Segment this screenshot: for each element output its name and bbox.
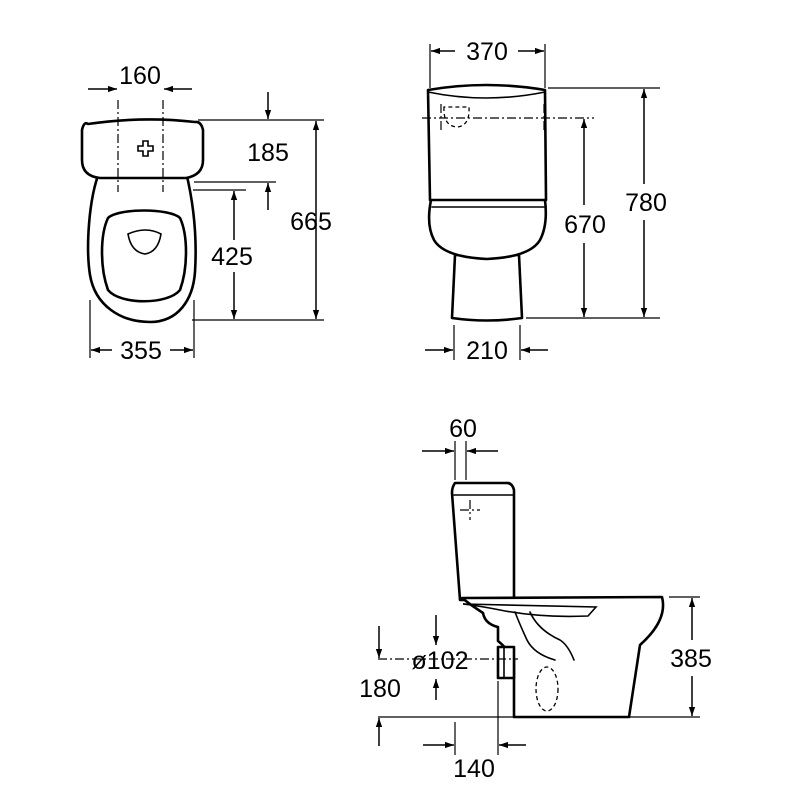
dim-seat-to-front: 425 bbox=[211, 243, 253, 271]
flush-button-icon bbox=[137, 140, 154, 157]
top-view: 160 185 665 425 355 bbox=[80, 62, 332, 365]
side-view-outlet-spigot bbox=[496, 645, 516, 680]
side-view-trapway bbox=[514, 611, 575, 661]
front-view-pedestal-outline bbox=[450, 253, 524, 322]
front-view-bowl-outline bbox=[427, 195, 548, 261]
side-view: 60 ø102 180 385 140 bbox=[359, 415, 712, 783]
top-view-seat-hinge bbox=[127, 229, 162, 255]
front-view-flush-mechanism bbox=[443, 106, 470, 128]
dim-rim-height: 385 bbox=[670, 645, 712, 673]
dim-cistern-depth: 185 bbox=[247, 139, 289, 167]
dim-outlet-diameter: ø102 bbox=[412, 647, 469, 675]
side-view-bowl-outline bbox=[460, 595, 665, 719]
dim-outlet-projection: 140 bbox=[453, 755, 495, 783]
dim-overall-depth: 665 bbox=[290, 208, 332, 236]
side-view-cistern-outline bbox=[450, 481, 516, 602]
side-view-water-trap bbox=[535, 666, 559, 712]
dim-cistern-offset: 60 bbox=[449, 415, 477, 443]
front-view-cistern-outline bbox=[426, 83, 548, 202]
top-view-seat-outline bbox=[100, 209, 188, 303]
dim-bowl-width: 355 bbox=[120, 337, 162, 365]
dim-outlet-height: 180 bbox=[359, 675, 401, 703]
dim-cistern-width: 370 bbox=[466, 38, 508, 66]
top-view-cistern-outline bbox=[80, 118, 205, 180]
dim-cistern-fixing-spacing: 160 bbox=[119, 62, 161, 90]
dim-overall-height: 780 bbox=[625, 189, 667, 217]
dim-fixing-height: 670 bbox=[564, 211, 606, 239]
front-view: 370 780 670 210 bbox=[422, 38, 667, 365]
dim-pedestal-width: 210 bbox=[466, 337, 508, 365]
